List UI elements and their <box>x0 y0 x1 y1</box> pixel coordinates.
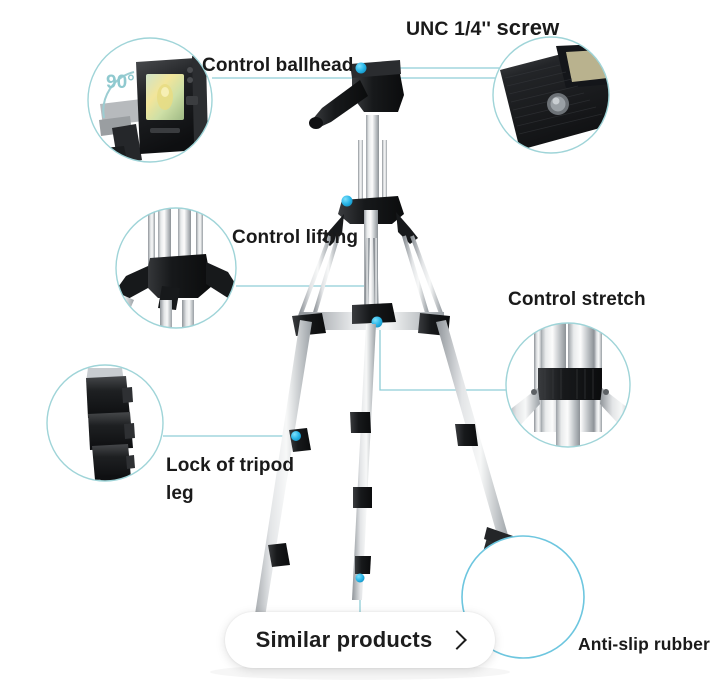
label-anti-slip-rubber: Anti-slip rubber <box>578 634 710 654</box>
rotation-angle-text: 90° <box>106 72 135 93</box>
pan-handle-cap <box>309 117 323 129</box>
leg-lock-center-mid <box>353 487 372 508</box>
pan-handle <box>312 80 368 128</box>
label-lock-of-tripod-leg: Lock of tripod leg <box>166 452 296 507</box>
rotation-arc <box>102 71 135 119</box>
label-unc-screw-emphasis: screw <box>496 15 560 40</box>
callout-circle-lock <box>46 364 164 482</box>
leg-lock-lower <box>92 444 131 480</box>
callout-lifting <box>116 208 236 328</box>
accent-dot-lifting <box>341 195 353 207</box>
leg-left <box>248 320 312 661</box>
lifting-lever-right <box>206 262 236 298</box>
camera-grip <box>192 56 208 144</box>
label-unc-screw-prefix: UNC 1/4'' <box>406 18 497 40</box>
leg-lock-left-upper <box>289 428 311 452</box>
label-unc-screw: UNC 1/4'' screw <box>406 12 559 44</box>
callout-ballhead: 90° <box>88 38 212 162</box>
leader-lines <box>163 67 506 624</box>
similar-products-label: Similar products <box>255 627 433 652</box>
label-lock-line1: Lock of tripod <box>166 455 295 476</box>
center-column-upper <box>366 115 379 210</box>
callout-stretch <box>506 323 630 447</box>
label-control-stretch: Control stretch <box>508 289 646 310</box>
leg-lock-upper <box>86 376 130 418</box>
accent-dot-center-foot <box>355 573 365 583</box>
label-control-ballhead: Control ballhead <box>202 55 354 76</box>
center-column-upper-left <box>358 140 363 210</box>
mid-hub-block <box>352 303 396 324</box>
chevron-right-icon <box>447 629 468 650</box>
accent-dot-leg-lock <box>291 431 301 441</box>
tripod-graphic <box>245 60 524 665</box>
callout-circle-stretch <box>505 322 631 448</box>
callout-circle-screw <box>492 36 610 154</box>
callout-circle-rubber <box>461 535 585 659</box>
stretch-collar <box>538 368 602 400</box>
lifting-lever-left <box>116 266 148 300</box>
leg-lock-center-lower <box>355 556 371 574</box>
similar-products-button[interactable]: Similar products <box>225 612 495 668</box>
lifting-lock-body <box>144 254 212 298</box>
leg-lock-right-upper <box>455 424 478 446</box>
leg-lock-mid <box>88 412 133 450</box>
callout-circle-ballhead <box>87 37 213 163</box>
center-column-upper-right <box>382 140 387 210</box>
label-control-lifting: Control lifting <box>232 227 359 248</box>
callout-screw <box>493 37 609 153</box>
leg-center <box>352 324 376 600</box>
leg-lock-center-upper <box>350 412 371 433</box>
accent-dot-head <box>355 62 367 74</box>
label-lock-line2: leg <box>166 482 194 504</box>
leg-lock-left-lower <box>268 543 290 567</box>
callout-lock <box>47 365 163 481</box>
callout-circle-lifting <box>115 207 237 329</box>
